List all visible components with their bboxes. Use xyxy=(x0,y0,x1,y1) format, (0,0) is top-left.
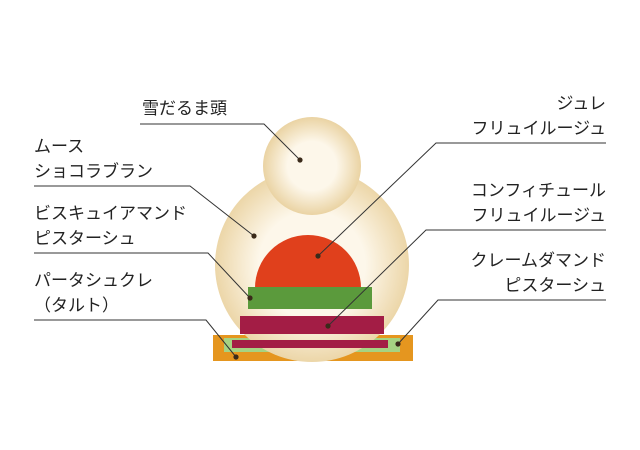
marker-dot-mousse xyxy=(251,233,257,239)
label-jelly-line1: ジュレ xyxy=(556,94,606,114)
label-cream-line2: ピスターシュ xyxy=(504,276,606,296)
pistachio-biscuit-layer xyxy=(248,287,372,309)
fruit-confiture-layer xyxy=(240,316,384,334)
label-confit-line2: フリュイルージュ xyxy=(471,206,606,226)
leader-line-mousse xyxy=(34,185,255,237)
label-snowman-head: 雪だるま頭 xyxy=(142,99,227,119)
fruit-jelly-dome xyxy=(255,235,361,288)
label-cream-line1: クレームダマンド xyxy=(470,251,607,271)
marker-dot-pate xyxy=(233,354,239,360)
label-biscuit-line2: ピスターシュ xyxy=(34,229,136,249)
marker-dot-cream xyxy=(395,341,401,347)
label-pate-line2: （タルト） xyxy=(34,296,119,316)
leader-line-confit xyxy=(327,229,606,327)
leader-line-biscuit xyxy=(34,252,251,299)
leader-line-pate xyxy=(34,319,237,358)
label-biscuit-line1: ビスキュイアマンド xyxy=(34,204,187,224)
leader-line-cream xyxy=(397,299,606,345)
marker-dot-biscuit xyxy=(247,295,253,301)
label-mousse-line1: ムース xyxy=(34,137,85,157)
snowman-head xyxy=(263,117,361,215)
label-jelly-line2: フリュイルージュ xyxy=(471,119,606,139)
confiture-strip xyxy=(232,340,388,348)
label-pate-line1: パータシュクレ xyxy=(34,271,153,291)
label-confit-line1: コンフィチュール xyxy=(470,181,606,201)
marker-dot-snowman-head xyxy=(297,157,303,163)
marker-dot-confit xyxy=(325,323,331,329)
leader-line-snowman-head xyxy=(140,123,301,161)
marker-dot-jelly xyxy=(315,253,321,259)
label-mousse-line2: ショコラブラン xyxy=(34,162,153,182)
leader-line-jelly xyxy=(317,142,606,257)
